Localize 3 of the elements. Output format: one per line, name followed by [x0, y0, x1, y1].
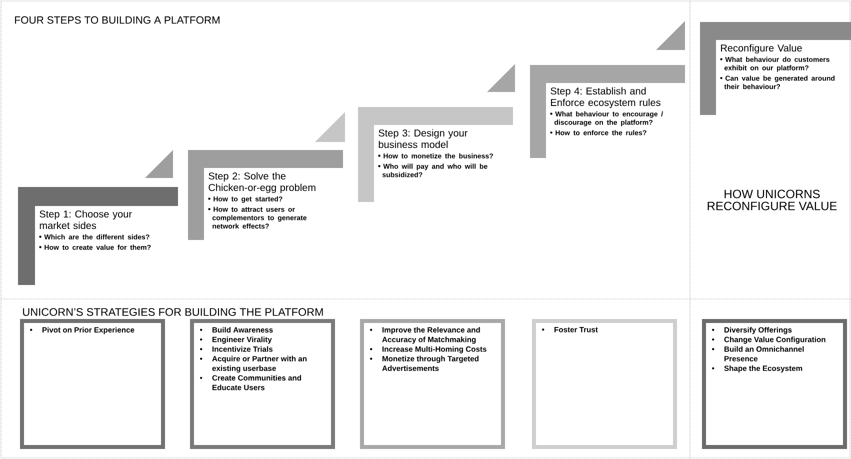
section-heading: HOW UNICORNS RECONFIGURE VALUE: [708, 190, 837, 210]
title: FOUR STEPS TO BUILDING A PLATFORM: [15, 16, 220, 24]
section-heading: UNICORN’S STRATEGIES FOR BUILDING THE PLATFORM: [23, 308, 323, 316]
